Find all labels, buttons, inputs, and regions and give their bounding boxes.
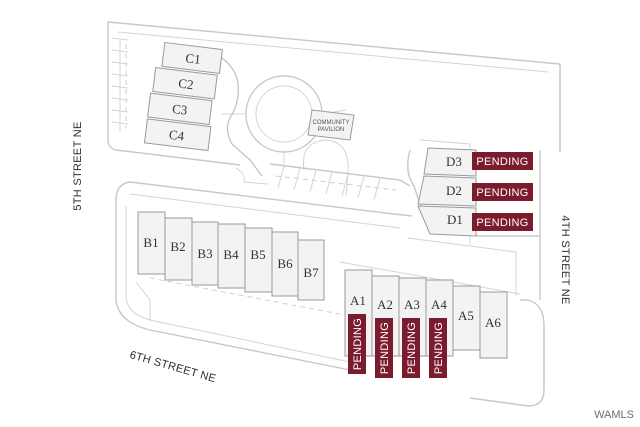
lot-b1[interactable] bbox=[137, 211, 166, 275]
lot-b6-label: B6 bbox=[277, 256, 293, 271]
lot-c2[interactable] bbox=[152, 67, 218, 100]
pending-badge-d2 bbox=[472, 183, 533, 201]
lot-a1-label: A1 bbox=[350, 293, 366, 308]
lot-d2-label: D2 bbox=[446, 183, 462, 198]
lot-a4-label: A4 bbox=[431, 297, 447, 312]
lot-a6-label: A6 bbox=[485, 315, 501, 330]
pending-text-d3: PENDING bbox=[476, 156, 528, 168]
street-label-6th: 6TH STREET NE bbox=[128, 349, 217, 385]
lot-a3-label: A3 bbox=[404, 297, 420, 312]
street-label-4th: 4TH STREET NE bbox=[559, 215, 571, 304]
lot-b4-label: B4 bbox=[223, 247, 239, 262]
street-label-5th: 5TH STREET NE bbox=[72, 121, 84, 210]
lot-c4[interactable] bbox=[143, 118, 212, 152]
lot-b6[interactable] bbox=[271, 231, 299, 297]
lot-c1[interactable] bbox=[161, 41, 223, 74]
lot-c3[interactable] bbox=[147, 92, 213, 126]
lot-d1-label: D1 bbox=[447, 212, 463, 227]
lot-b7[interactable] bbox=[297, 239, 325, 301]
pending-text-d2: PENDING bbox=[476, 187, 528, 199]
lot-b2-label: B2 bbox=[170, 239, 185, 254]
lot-b5-label: B5 bbox=[250, 247, 265, 262]
lot-d3-label: D3 bbox=[446, 154, 462, 169]
lot-a5[interactable] bbox=[452, 285, 481, 351]
lot-b1-label: B1 bbox=[143, 235, 158, 250]
pending-badge-d3 bbox=[472, 152, 533, 170]
pavilion-building bbox=[307, 109, 355, 141]
lot-b7-label: B7 bbox=[303, 265, 319, 280]
lot-c1-label: C1 bbox=[185, 50, 202, 67]
pending-badge-a2 bbox=[375, 318, 393, 378]
lot-a5-label: A5 bbox=[458, 308, 474, 323]
pavilion-label-line1: COMMUNITY bbox=[313, 120, 350, 126]
watermark: WAMLS bbox=[594, 409, 634, 421]
lot-c3-label: C3 bbox=[171, 101, 188, 118]
lot-b3[interactable] bbox=[191, 221, 219, 286]
pending-badge-a3 bbox=[402, 318, 420, 378]
lot-d1[interactable] bbox=[417, 205, 477, 237]
pending-text-a4: PENDING bbox=[433, 322, 445, 374]
pending-text-a3: PENDING bbox=[406, 322, 418, 374]
lot-group-a: A1 A2 A3 A4 A5 A6 PENDING PENDING PENDIN… bbox=[344, 269, 508, 378]
pavilion-label-line2: PAVILION bbox=[318, 127, 345, 133]
lot-b2[interactable] bbox=[164, 217, 193, 281]
lot-b4[interactable] bbox=[217, 223, 246, 289]
lot-c2-label: C2 bbox=[177, 76, 194, 93]
pending-badge-a4 bbox=[429, 318, 447, 378]
lot-a2-label: A2 bbox=[377, 297, 393, 312]
pending-text-d1: PENDING bbox=[476, 217, 528, 229]
pending-text-a1: PENDING bbox=[352, 318, 364, 370]
lot-group-b: B1 B2 B3 B4 B5 B6 B7 bbox=[137, 211, 325, 301]
lot-group-d: D3 D2 D1 PENDING PENDING PENDING bbox=[417, 147, 533, 237]
lot-d3[interactable] bbox=[423, 147, 477, 177]
lot-b3-label: B3 bbox=[197, 246, 212, 261]
lot-group-c: C1 C2 C3 C4 bbox=[143, 41, 223, 152]
lot-b5[interactable] bbox=[244, 227, 273, 293]
lot-d2[interactable] bbox=[417, 175, 477, 207]
lot-a6[interactable] bbox=[479, 291, 508, 359]
lot-c4-label: C4 bbox=[168, 127, 185, 144]
pending-badge-d1 bbox=[472, 213, 533, 231]
community-pavilion: COMMUNITY PAVILION bbox=[307, 109, 355, 141]
pending-text-a2: PENDING bbox=[379, 322, 391, 374]
pending-badge-a1 bbox=[348, 314, 366, 374]
